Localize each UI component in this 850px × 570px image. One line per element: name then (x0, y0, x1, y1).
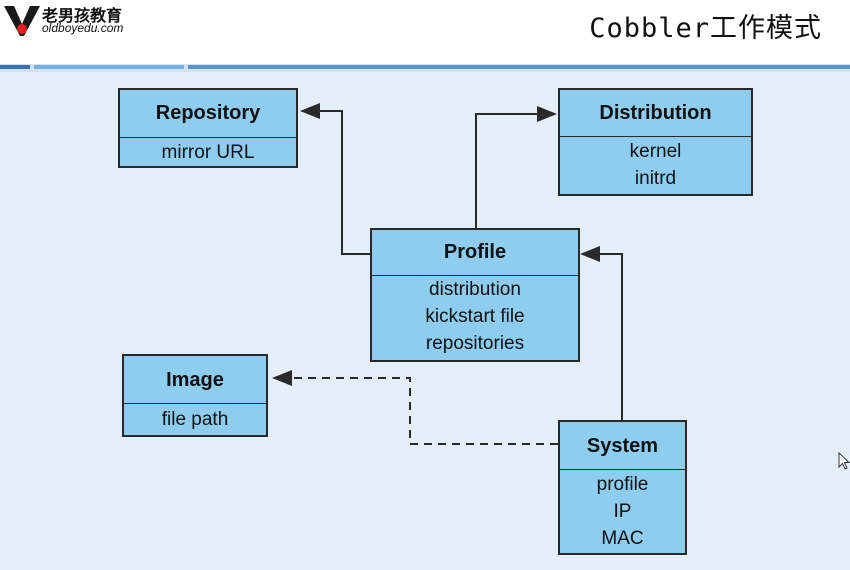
link-system-profile (580, 246, 623, 422)
repository-field: mirror URL (161, 142, 255, 163)
page-title: Cobbler工作模式 (589, 13, 822, 44)
profile-title: Profile (372, 230, 578, 276)
system-field: profile (596, 474, 649, 495)
system-field: IP (613, 501, 632, 522)
system-title: System (560, 422, 685, 470)
image-title: Image (124, 356, 266, 404)
distribution-field: initrd (634, 168, 677, 189)
repository-box: Repository mirror URL (118, 88, 298, 168)
system-field: MAC (601, 528, 644, 549)
link-system-image (272, 370, 558, 445)
header-divider (0, 64, 850, 72)
logo-icon (4, 6, 40, 36)
profile-field: kickstart file (425, 306, 525, 327)
repository-title: Repository (120, 90, 296, 138)
distribution-box: Distribution kernel initrd (558, 88, 753, 196)
image-box: Image file path (122, 354, 268, 437)
profile-field: distribution (429, 279, 521, 300)
system-box: System profile IP MAC (558, 420, 687, 555)
link-profile-repository (300, 103, 371, 255)
mouse-cursor-icon (838, 452, 850, 470)
profile-field: repositories (425, 333, 525, 354)
distribution-field: kernel (629, 141, 682, 162)
logo-url: oldboyedu.com (42, 21, 124, 35)
profile-box: Profile distribution kickstart file repo… (370, 228, 580, 362)
distribution-title: Distribution (560, 90, 751, 137)
header: 老男孩教育 oldboyedu.com Cobbler工作模式 (0, 0, 850, 68)
logo-text: 老男孩教育 (42, 8, 123, 25)
link-profile-distribution (475, 106, 557, 230)
image-field: file path (161, 409, 229, 430)
